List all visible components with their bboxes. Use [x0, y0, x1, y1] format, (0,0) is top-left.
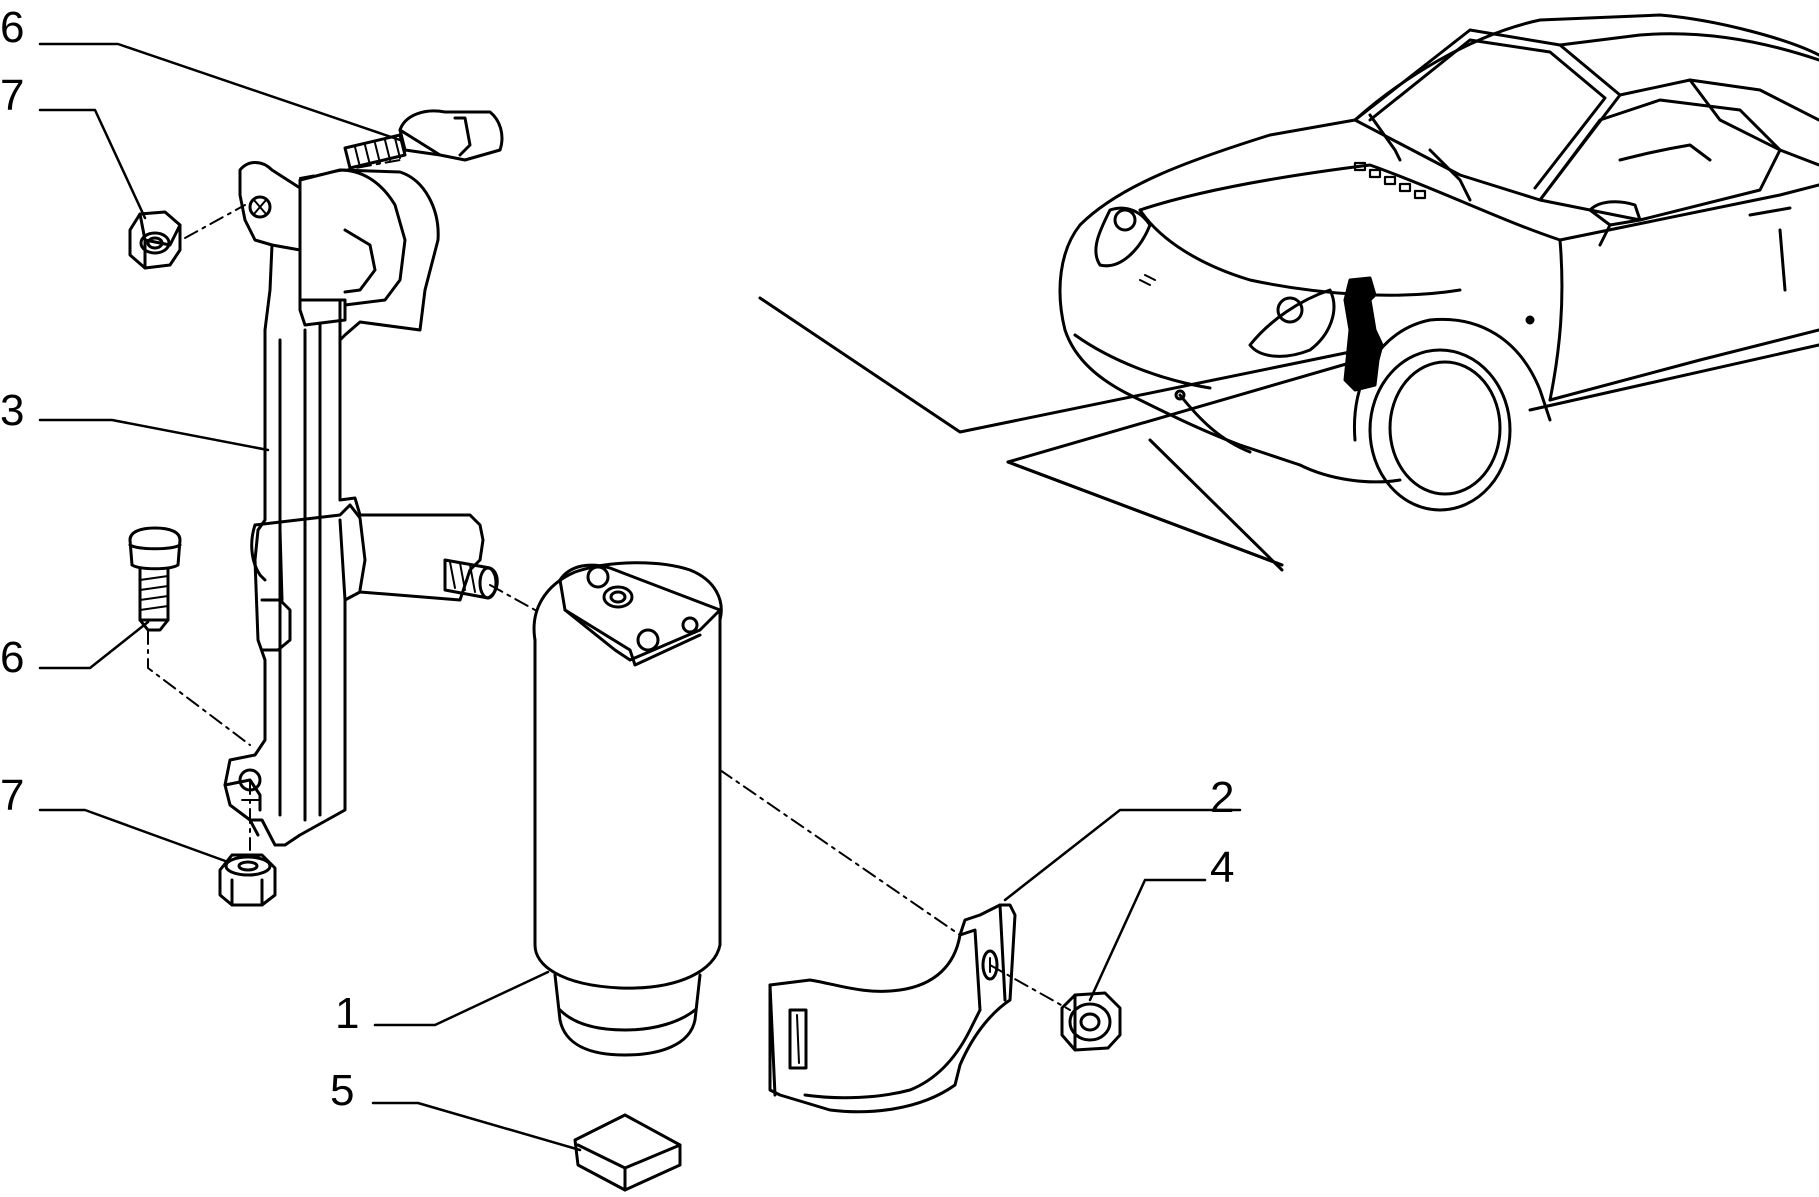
callout-labels: 6 7 3 6 7 2 4 1 5	[0, 3, 1234, 1115]
callout-7-top: 7	[0, 71, 24, 120]
callout-6-top: 6	[0, 3, 24, 52]
nut-right	[1060, 991, 1122, 1052]
bracket-stud	[443, 558, 499, 600]
receiver-drier	[532, 561, 723, 1057]
callout-3: 3	[0, 386, 24, 435]
nut-top	[128, 210, 182, 270]
callout-6-mid: 6	[0, 633, 24, 682]
callout-4: 4	[1210, 843, 1234, 892]
bolt-top	[343, 109, 504, 170]
callout-5: 5	[330, 1066, 354, 1115]
callout-7-bottom: 7	[0, 771, 24, 820]
car-pointer-lines	[758, 296, 1362, 572]
callout-1: 1	[335, 989, 359, 1038]
nut-bottom	[218, 853, 277, 907]
leader-lines	[38, 42, 1242, 1152]
assembly-axis-lines	[147, 159, 1071, 1011]
callout-2: 2	[1210, 773, 1234, 822]
car-illustration	[1058, 13, 1819, 512]
mounting-bracket	[223, 161, 485, 847]
rubber-pad	[573, 1113, 682, 1192]
bolt-mid	[128, 526, 182, 632]
clamp	[768, 903, 1017, 1114]
